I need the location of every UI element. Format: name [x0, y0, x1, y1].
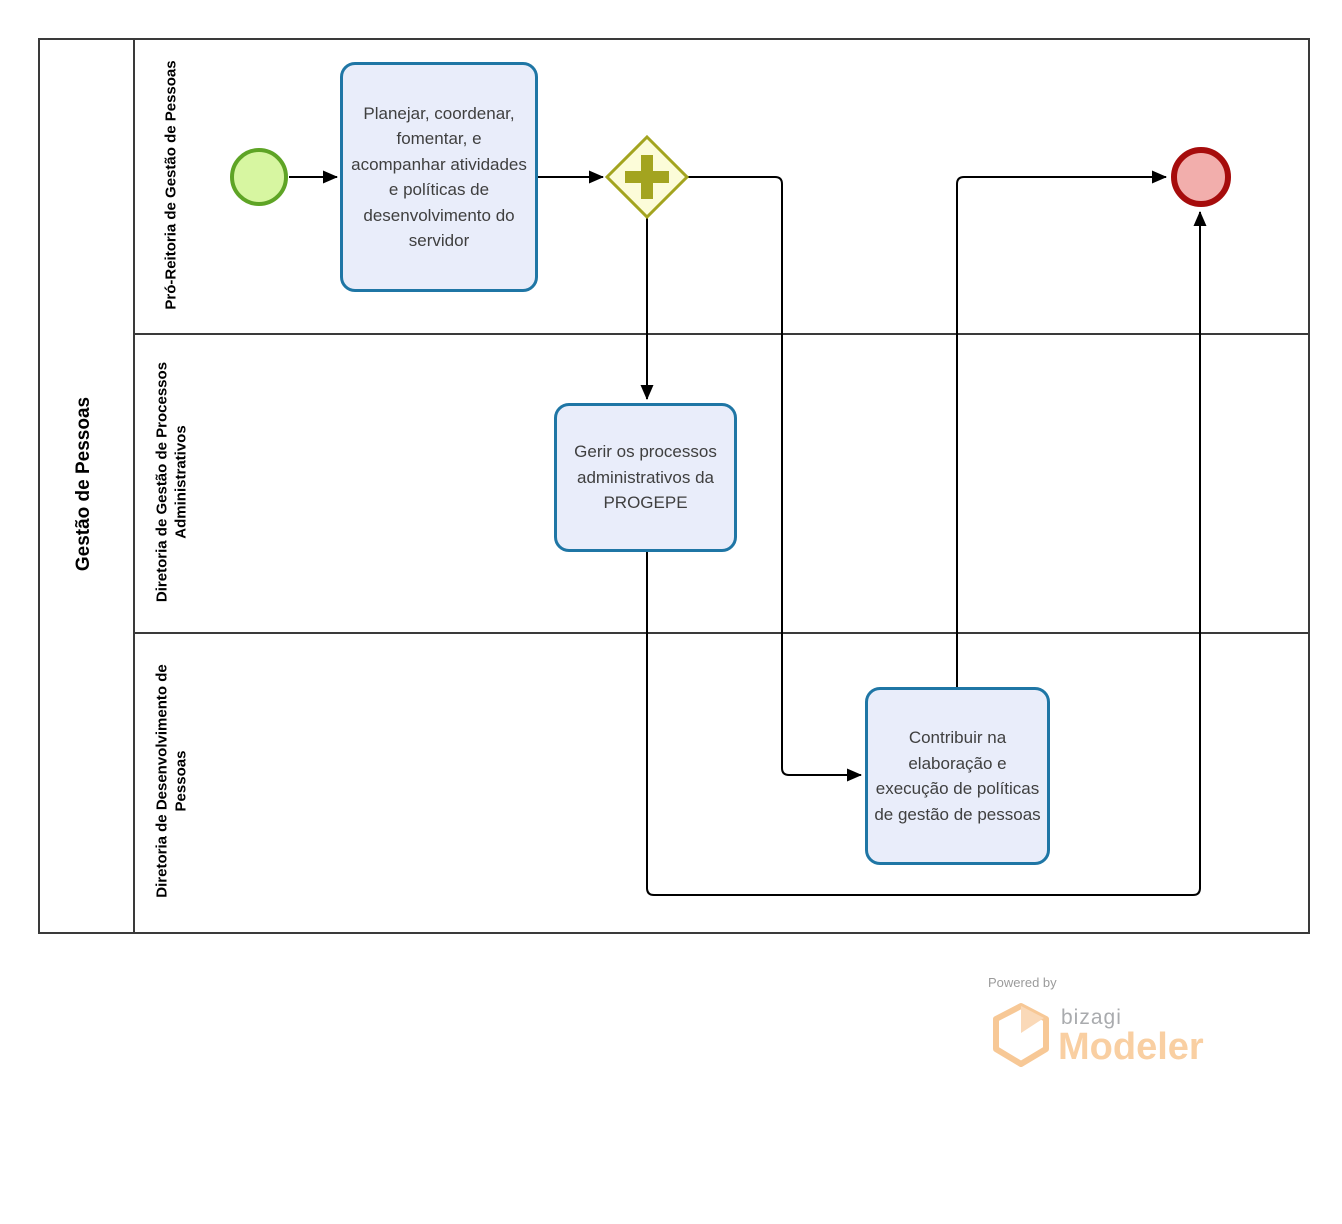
task-planejar-coordenar[interactable]: Planejar, coordenar, fomentar, e acompan…	[340, 62, 538, 292]
lane-divider-1	[135, 333, 1308, 335]
pool-gestao-de-pessoas	[38, 38, 1310, 934]
task-label: Planejar, coordenar, fomentar, e acompan…	[351, 103, 527, 251]
task-contribuir-politicas[interactable]: Contribuir na elaboração e execução de p…	[865, 687, 1050, 865]
plus-icon	[625, 155, 669, 199]
flow-task2-to-end	[646, 211, 1207, 896]
bizagi-brand-text[interactable]: bizagi	[1061, 1006, 1122, 1029]
task-label: Gerir os processos administrativos da PR…	[574, 442, 717, 513]
task-label: Contribuir na elaboração e execução de p…	[874, 728, 1041, 824]
pool-title: Gestão de Pessoas	[73, 396, 95, 572]
modeler-product-text[interactable]: Modeler	[1058, 1026, 1204, 1068]
start-event[interactable]	[230, 148, 288, 206]
lane-divider-2	[135, 632, 1308, 634]
lane-title-pro-reitoria: Pró-Reitoria de Gestão de Pessoas	[162, 60, 180, 310]
lane-title-desenvolvimento: Diretoria de Desenvolvimento de Pessoas	[153, 664, 189, 898]
task-gerir-processos[interactable]: Gerir os processos administrativos da PR…	[554, 403, 737, 552]
bizagi-hexagon-icon	[993, 1003, 1049, 1067]
parallel-gateway[interactable]	[604, 134, 690, 220]
powered-by-text: Powered by	[988, 975, 1057, 990]
lane-title-processos-administrativos: Diretoria de Gestão de Processos Adminis…	[153, 361, 189, 603]
pool-title-separator	[133, 40, 135, 932]
end-event[interactable]	[1171, 147, 1231, 207]
flow-task3-to-end	[956, 170, 1167, 687]
flow-gateway-to-task3	[687, 176, 862, 782]
